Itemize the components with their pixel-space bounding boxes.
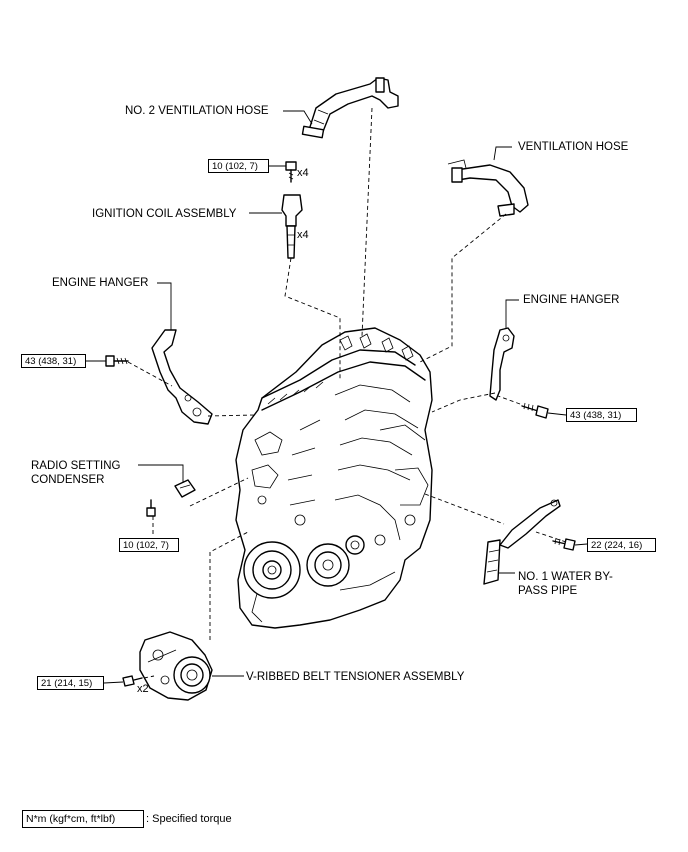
label-vribbed-belt-tensioner: V-RIBBED BELT TENSIONER ASSEMBLY — [246, 671, 465, 683]
no1-water-bypass-pipe-part — [483, 499, 561, 585]
legend-unit-box: N*m (kgf*cm, ft*lbf) — [22, 810, 144, 828]
qty-ignition-coils: x4 — [297, 229, 309, 241]
ignition-coil-part — [281, 161, 303, 259]
vribbed-belt-tensioner-part — [139, 631, 213, 701]
label-engine-hanger-left: ENGINE HANGER — [52, 277, 149, 289]
assembly-lines — [127, 107, 567, 679]
engine-hanger-right-part — [489, 327, 515, 401]
label-engine-hanger-right: ENGINE HANGER — [523, 294, 620, 306]
label-radio-setting-condenser-line2: CONDENSER — [31, 474, 105, 486]
leader-lines — [86, 110, 588, 684]
label-ventilation-hose: VENTILATION HOSE — [518, 141, 629, 153]
torque-tensioner-bolt: 21 (214, 15) — [37, 676, 104, 690]
water-pipe-bolt-part — [552, 537, 576, 551]
torque-engine-hanger-left-bolt: 43 (438, 31) — [21, 354, 86, 368]
tensioner-bolt-part — [122, 675, 143, 687]
torque-ignition-coil-bolt: 10 (102, 7) — [208, 159, 269, 173]
label-no1-water-bypass-pipe-line1: NO. 1 WATER BY- — [518, 571, 613, 583]
engine-block — [235, 327, 433, 629]
label-ignition-coil-assembly: IGNITION COIL ASSEMBLY — [92, 208, 237, 220]
label-no1-water-bypass-pipe-line2: PASS PIPE — [518, 585, 578, 597]
engine-hanger-right-bolt-part — [521, 402, 549, 419]
label-radio-setting-condenser-line1: RADIO SETTING — [31, 460, 121, 472]
label-no2-ventilation-hose: NO. 2 VENTILATION HOSE — [125, 105, 269, 117]
engine-hanger-left-part — [151, 329, 213, 425]
qty-tensioner-bolts: x2 — [137, 683, 149, 695]
radio-setting-condenser-part — [146, 479, 196, 517]
engine-hanger-left-bolt-part — [105, 355, 129, 367]
torque-water-pipe-bolt: 22 (224, 16) — [587, 538, 656, 552]
legend-description: : Specified torque — [146, 813, 232, 825]
ventilation-hose-part — [447, 159, 529, 217]
torque-engine-hanger-right-bolt: 43 (438, 31) — [566, 408, 637, 422]
qty-ignition-bolts: x4 — [297, 167, 309, 179]
torque-condenser-bolt: 10 (102, 7) — [119, 538, 179, 552]
no2-ventilation-hose-part — [301, 77, 399, 139]
